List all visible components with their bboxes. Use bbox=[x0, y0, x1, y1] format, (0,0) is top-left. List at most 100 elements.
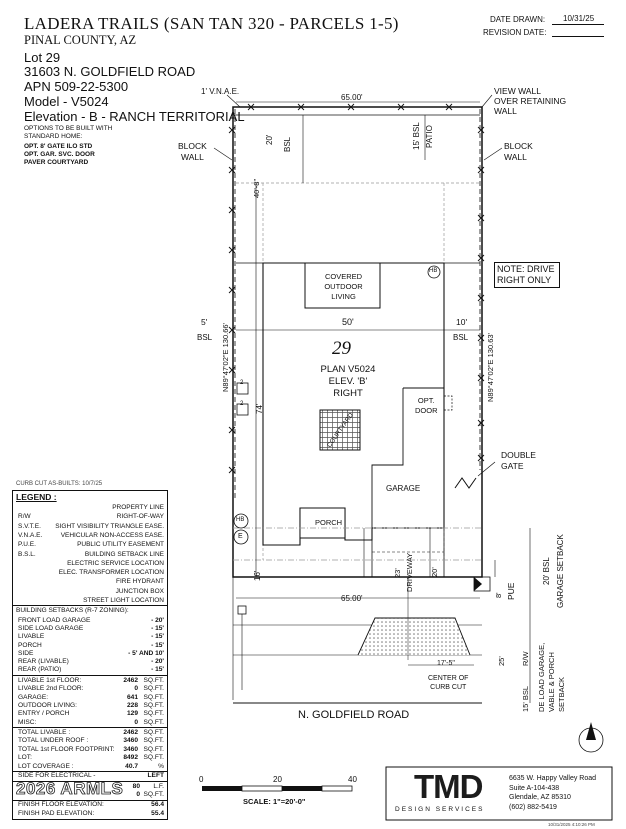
finish-floor-value: 56.4 bbox=[151, 801, 164, 808]
dim-20-label: 20' bbox=[430, 567, 439, 577]
row-key: REAR (LIVABLE) bbox=[18, 658, 69, 665]
covered-outdoor-line: OUTDOOR bbox=[324, 282, 363, 291]
house-depth-label: 74' bbox=[255, 403, 264, 414]
curb-cut-label: CENTER OF CURB CUT bbox=[428, 674, 468, 692]
covered-outdoor-label: COVERED OUTDOOR LIVING bbox=[306, 272, 381, 302]
dimension-lines bbox=[213, 94, 531, 703]
row-key: LOT: bbox=[18, 754, 32, 762]
scale-tick-40: 40 bbox=[348, 775, 357, 784]
row-key: OUTDOOR LIVING: bbox=[18, 701, 77, 709]
stat-row: SQ.FT.GARAGE:641 bbox=[14, 694, 166, 703]
street-name: N. GOLDFIELD ROAD bbox=[298, 709, 410, 721]
row-value: PROPERTY LINE bbox=[112, 504, 164, 511]
stat-row: SQ.FT. TOTAL LIVABLE : 2462 bbox=[14, 729, 166, 738]
date-drawn-label: DATE DRAWN: bbox=[490, 15, 546, 24]
row-value: RIGHT-OF-WAY bbox=[116, 513, 164, 521]
row-key: TOTAL UNDER ROOF : bbox=[18, 737, 89, 745]
scale-label: SCALE: 1"=20'-0" bbox=[243, 797, 306, 806]
row-key: REAR (PATIO) bbox=[18, 666, 62, 674]
legend-item: B.S.L.BUILDING SETBACK LINE bbox=[14, 550, 166, 559]
right-bearing-label: N89°47'02"E 130.63' bbox=[486, 333, 495, 402]
finish-floor-key: FINISH FLOOR ELEVATION: bbox=[18, 801, 104, 808]
stat-row: LIVABLE- 15' bbox=[14, 633, 166, 642]
plan-name: PLAN V5024 bbox=[320, 364, 376, 375]
lf-row: 80 L.F. bbox=[14, 783, 166, 792]
lot-number: 29 bbox=[332, 338, 351, 359]
row-value: 129 bbox=[126, 710, 138, 718]
legend-item: JUNCTION BOX bbox=[14, 587, 166, 596]
property-line bbox=[232, 106, 483, 578]
row-unit: SQ.FT. bbox=[143, 729, 164, 736]
row-value: FIRE HYDRANT bbox=[115, 578, 164, 586]
pue-label: PUE bbox=[506, 582, 516, 600]
left-bearing-label: N89°47'02"E 130.66' bbox=[221, 323, 230, 392]
electrical-value: LEFT bbox=[147, 772, 164, 779]
row-key: TOTAL 1st FLOOR FOOTPRINT: bbox=[18, 745, 115, 753]
row-value: 2462 bbox=[123, 677, 138, 684]
rear-bsl-value: 20' bbox=[265, 134, 274, 145]
stat-row: REAR (LIVABLE)- 20' bbox=[14, 658, 166, 667]
electric-label: E bbox=[238, 533, 243, 540]
porch-box bbox=[299, 507, 346, 539]
house-width-label: 50' bbox=[342, 317, 354, 327]
drive-note-line: NOTE: DRIVE bbox=[497, 264, 555, 274]
row-value: - 20' bbox=[151, 617, 164, 624]
opt-door-label: OPT. DOOR bbox=[415, 396, 438, 416]
dim-8-label: 8' bbox=[494, 592, 503, 598]
electric-service bbox=[233, 529, 249, 545]
block-wall-line: WALL bbox=[504, 152, 527, 162]
electrical-key: SIDE FOR ELECTRICAL - bbox=[18, 772, 96, 779]
finish-pad-value: 55.4 bbox=[151, 810, 164, 817]
elevation-label: Elevation - B - RANCH TERRITORIAL bbox=[24, 109, 245, 124]
opt-door-line: OPT. bbox=[417, 396, 435, 405]
revision-underline bbox=[552, 36, 604, 37]
company-address: 6635 W. Happy Valley Road Suite A-104-43… bbox=[509, 774, 596, 812]
opt-door-mark bbox=[444, 395, 453, 411]
county-label: PINAL COUNTY, AZ bbox=[24, 33, 137, 47]
row-key: PORCH bbox=[18, 641, 42, 649]
row-value: STREET LIGHT LOCATION bbox=[83, 597, 164, 604]
ac-pad-1 bbox=[236, 382, 249, 395]
double-gate-symbol bbox=[454, 477, 477, 489]
stat-row: PORCH- 15' bbox=[14, 642, 166, 651]
drive-note-box bbox=[494, 262, 560, 288]
row-unit: SQ.FT. bbox=[143, 718, 164, 726]
plan-info: PLAN V5024 ELEV. 'B' RIGHT bbox=[318, 364, 378, 400]
legend-item: PROPERTY LINE bbox=[14, 503, 166, 512]
lf-value: 80 bbox=[132, 783, 140, 790]
view-wall-line: OVER RETAINING bbox=[494, 96, 567, 106]
row-value: - 15' bbox=[151, 666, 164, 674]
row-unit: SQ.FT. bbox=[143, 737, 164, 745]
row-key: TOTAL LIVABLE : bbox=[18, 729, 71, 736]
covered-outdoor-line: COVERED bbox=[324, 272, 363, 281]
options-list: OPT. 8' GATE ILO STD OPT. GAR. SVC. DOOR… bbox=[24, 143, 95, 167]
row-value: 2462 bbox=[123, 729, 138, 736]
hose-bib-rear bbox=[427, 265, 441, 279]
bottom-width-label: 65.00' bbox=[341, 594, 363, 603]
stat-row: SQ.FT.LOT:8492 bbox=[14, 754, 166, 763]
right-bsl-label: BSL bbox=[453, 333, 469, 342]
driveway-label: DRIVEWAY bbox=[405, 552, 414, 592]
finish-pad-key: FINISH PAD ELEVATION: bbox=[18, 810, 95, 817]
electrical-divider-2 bbox=[12, 781, 167, 782]
row-key: LIVABLE bbox=[18, 633, 45, 641]
row-value: - 5' AND 10' bbox=[128, 649, 164, 657]
side-load-line: DE LOAD GARAGE, bbox=[537, 642, 546, 712]
setbacks-title: BUILDING SETBACKS (R-7 ZONING): bbox=[16, 607, 129, 614]
row-value: - 15' bbox=[151, 625, 164, 633]
stat-row: %LOT COVERAGE :40.7 bbox=[14, 763, 166, 772]
stat-row: SQ.FT.OUTDOOR LIVING:228 bbox=[14, 702, 166, 711]
dim-25-label: 25' bbox=[497, 656, 506, 666]
project-title: LADERA TRAILS (SAN TAN 320 - PARCELS 1-5… bbox=[24, 14, 399, 33]
house-footprint bbox=[262, 262, 445, 546]
lf2-value: 0 bbox=[136, 791, 140, 798]
lf-unit: L.F. bbox=[153, 783, 164, 790]
hb-rear-label: HB bbox=[429, 268, 438, 274]
row-unit: SQ.FT. bbox=[143, 693, 164, 701]
opt-door-line: DOOR bbox=[415, 406, 438, 415]
row-value: 3460 bbox=[123, 745, 138, 753]
curb-dim-label: 17'-5" bbox=[437, 660, 455, 667]
stat-row: REAR (PATIO) - 15' bbox=[14, 666, 166, 675]
